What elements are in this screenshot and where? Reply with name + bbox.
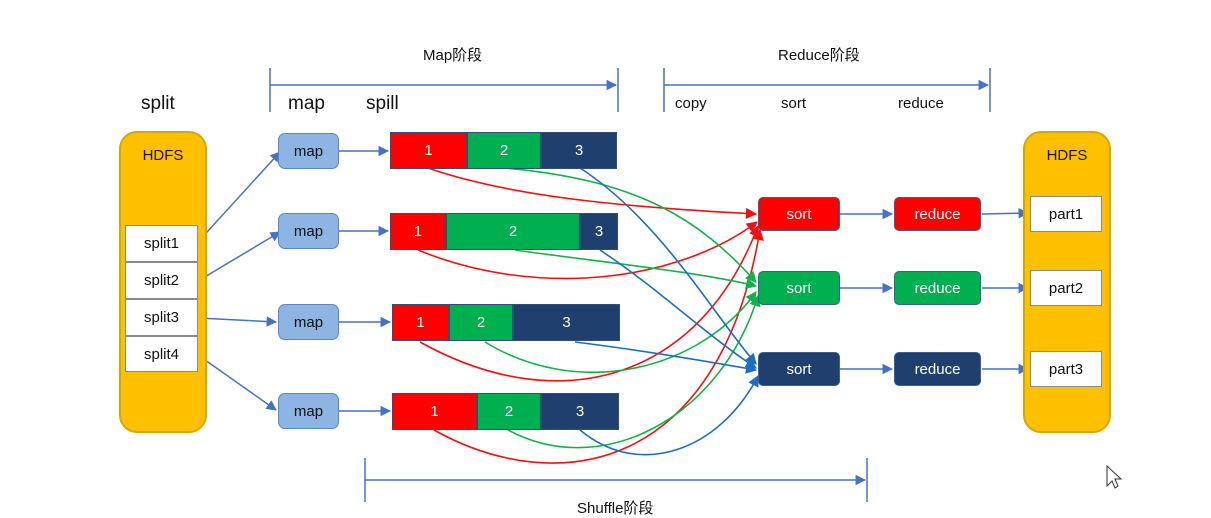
spill-partition-red: 1 [390, 213, 446, 250]
mouse-cursor-icon [1106, 464, 1123, 489]
spill-partition-green: 2 [467, 132, 541, 169]
map-task-box: map [278, 393, 339, 429]
split4-to-map4-arrow [197, 354, 277, 411]
spill-partition-navy: 3 [513, 304, 620, 341]
map-task-box: map [278, 133, 339, 169]
spill-partition-navy: 3 [541, 132, 617, 169]
reduce1-to-part1-arrow [981, 207, 1030, 219]
shuffle-curve [579, 375, 759, 456]
part-box: part3 [1030, 351, 1102, 387]
spill-partition-navy: 3 [580, 213, 618, 250]
split-box: split4 [125, 336, 198, 372]
shuffle-curve [427, 167, 758, 220]
split1-to-map1-arrow [197, 151, 281, 243]
spill-partition-red: 1 [392, 304, 449, 341]
reduce-stage-title: Reduce阶段 [778, 47, 860, 64]
spill-partition-red: 1 [390, 132, 467, 169]
shuffle-curve [433, 228, 764, 464]
part-box: part2 [1030, 270, 1102, 306]
shuffle-stage-title: Shuffle阶段 [577, 500, 654, 517]
split-box: split1 [125, 225, 198, 262]
shuffle-curve [574, 341, 758, 374]
map-task-box: map [278, 213, 339, 249]
reduce-node-green: reduce [894, 271, 981, 305]
map-task-box: map [278, 304, 339, 340]
sort-column-label: sort [781, 95, 807, 112]
shuffle-curve [579, 167, 757, 365]
shuffle-curve [484, 291, 757, 374]
reduce-node-navy: reduce [894, 352, 981, 386]
part-box: part1 [1030, 196, 1102, 232]
shuffle-curve [514, 249, 758, 289]
sort-node-navy: sort [758, 352, 840, 386]
spill-partition-green: 2 [446, 213, 580, 250]
map-stage-title: Map阶段 [423, 47, 483, 64]
copy-column-label: copy [675, 95, 707, 112]
hdfs-output-title: HDFS [1046, 147, 1088, 164]
reduce-stage-bracket [663, 68, 991, 112]
reduce-column-label: reduce [898, 95, 944, 112]
map-column-label: map [288, 93, 325, 114]
split-column-label: split [141, 93, 175, 114]
spill-partition-green: 2 [449, 304, 513, 341]
reduce-node-red: reduce [894, 197, 981, 231]
sort-node-green: sort [758, 271, 840, 305]
shuffle-curve [599, 249, 757, 369]
sort-node-red: sort [758, 197, 840, 231]
split3-to-map3-arrow [197, 316, 278, 327]
split2-to-map2-arrow [197, 231, 281, 282]
split-box: split2 [125, 262, 198, 299]
split-box: split3 [125, 299, 198, 336]
spill-partition-green: 2 [477, 393, 541, 430]
map-stage-bracket [269, 68, 619, 112]
spill-column-label: spill [366, 93, 399, 114]
shuffle-curve [504, 167, 757, 283]
shuffle-curve [417, 221, 758, 280]
shuffle-stage-bracket [364, 458, 868, 502]
spill-partition-navy: 3 [541, 393, 619, 430]
hdfs-input-title: HDFS [142, 147, 184, 164]
spill-partition-red: 1 [392, 393, 477, 430]
